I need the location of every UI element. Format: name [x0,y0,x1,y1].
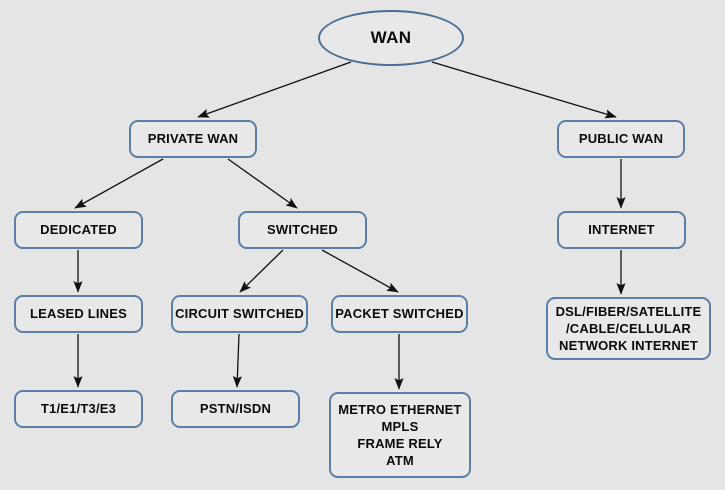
edge-private-wan-to-switched [227,158,298,209]
node-leased-lines-label: LEASED LINES [29,306,128,322]
node-dedicated[interactable]: DEDICATED [14,211,143,249]
node-switched-label: SWITCHED [267,222,338,238]
node-access-technologies-label: NETWORK INTERNET [559,338,698,354]
node-internet[interactable]: INTERNET [557,211,686,249]
edge-wan-to-public-wan [431,61,617,119]
node-internet-label: INTERNET [588,222,655,238]
node-wan-label: WAN [370,27,412,47]
node-packet-technologies-label: METRO ETHERNET [338,401,462,417]
edge-wan-to-private-wan [197,61,352,118]
edge-switched-to-packet-switched [321,249,399,293]
edge-private-wan-to-dedicated [74,158,164,209]
edge-switched-to-circuit-switched [239,249,284,293]
node-switched[interactable]: SWITCHED [238,211,367,249]
node-dedicated-circuits[interactable]: T1/E1/T3/E3 [14,390,143,428]
node-private-wan-label: PRIVATE WAN [147,131,239,147]
node-packet-technologies-label: MPLS [381,418,419,434]
node-access-technologies[interactable]: DSL/FIBER/SATELLITE/CABLE/CELLULAR NETWOR… [546,297,711,360]
node-wan[interactable]: WAN [318,10,464,66]
node-packet-switched[interactable]: PACKET SWITCHED [331,295,468,333]
node-access-technologies-label: DSL/FIBER/SATELLITE [555,303,702,319]
node-circuit-switched[interactable]: CIRCUIT SWITCHED [171,295,308,333]
node-packet-technologies-label: ATM [386,453,414,469]
node-packet-technologies-label: FRAME RELY [357,436,443,451]
node-public-wan[interactable]: PUBLIC WAN [557,120,685,158]
node-access-technologies-label: /CABLE/CELLULAR [565,320,692,336]
node-circuit-switched-label: CIRCUIT SWITCHED [175,306,304,322]
node-packet-switched-label: PACKET SWITCHED [335,306,464,322]
node-leased-lines[interactable]: LEASED LINES [14,295,143,333]
node-circuit-types-label: PSTN/ISDN [199,401,272,417]
node-private-wan[interactable]: PRIVATE WAN [129,120,257,158]
edge-circuit-switched-to-circuit-types [232,333,242,388]
node-dedicated-label: DEDICATED [40,222,117,238]
node-public-wan-label: PUBLIC WAN [578,131,664,147]
node-dedicated-circuits-label: T1/E1/T3/E3 [40,401,117,417]
node-circuit-types[interactable]: PSTN/ISDN [171,390,300,428]
